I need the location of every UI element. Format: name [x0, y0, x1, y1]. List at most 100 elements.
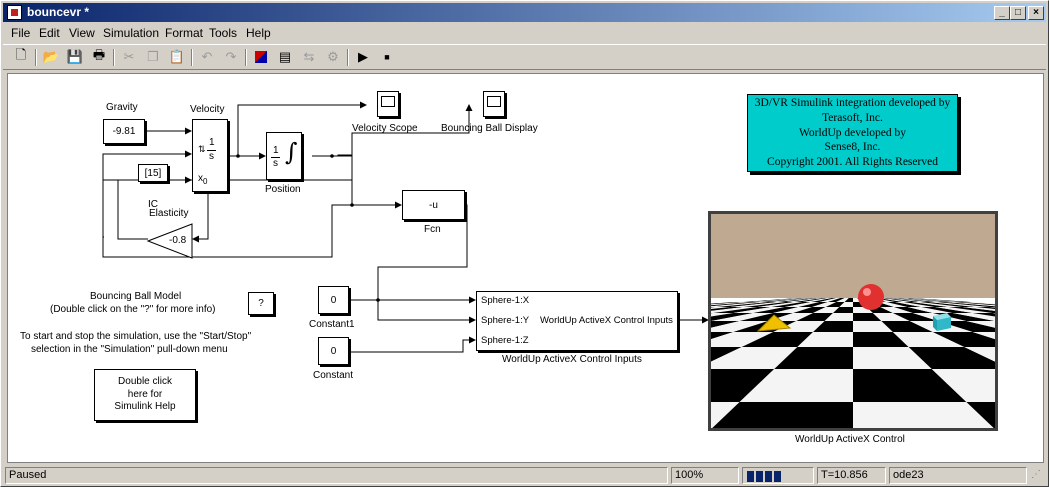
toolbar-separator [347, 49, 349, 66]
help-block-line: Double click [118, 376, 172, 388]
help-info-block[interactable]: ? [248, 292, 274, 315]
debugger-icon[interactable]: ⇆ [303, 49, 315, 64]
toolbar-separator [113, 49, 115, 66]
menu-tools[interactable]: Tools [209, 26, 238, 40]
instructions-line-2: selection in the "Simulation" pull-down … [31, 344, 228, 355]
window-title: bouncevr * [27, 5, 90, 19]
model-title: Bouncing Ball Model [90, 291, 182, 302]
cyan-cube-icon [933, 313, 951, 331]
model-canvas[interactable]: Gravity -9.81 Velocity ⇅ 1 s x0 1 s ∫ Po… [7, 73, 1044, 463]
ic-value: [15] [144, 167, 162, 179]
library-browser-icon[interactable] [251, 48, 271, 66]
yellow-cone-icon [756, 314, 792, 332]
integrator-denominator: s [209, 151, 214, 162]
menu-bar: File Edit View Simulation Format Tools H… [3, 23, 1046, 43]
gravity-value: -9.81 [112, 126, 136, 137]
fcn-block[interactable]: -u [402, 190, 465, 220]
worldup-activex-viewport[interactable] [708, 211, 998, 431]
sky-background [711, 214, 995, 298]
resize-grip-icon[interactable]: ⋰ [1031, 469, 1041, 480]
save-icon[interactable]: 💾 [66, 49, 84, 64]
credits-line: Terasoft, Inc. [822, 111, 883, 124]
progress-block [747, 471, 754, 482]
elasticity-value[interactable]: -0.8 [169, 235, 187, 246]
constant1-value: 0 [330, 294, 337, 306]
redo-icon[interactable]: ↷ [225, 49, 237, 64]
status-bar: Paused 100% T=10.856 ode23 ⋰ [3, 466, 1046, 485]
menu-edit[interactable]: Edit [39, 26, 60, 40]
gravity-constant-block[interactable]: -9.81 [103, 119, 145, 144]
ic-port-label: x [198, 173, 203, 184]
print-icon[interactable]: 🖶 [92, 47, 106, 62]
help-button-label: ? [258, 298, 264, 309]
fcn-label: Fcn [424, 224, 441, 235]
close-button[interactable]: × [1028, 6, 1044, 20]
input-port-x: Sphere-1:X [481, 295, 530, 306]
elasticity-gain-shape [146, 223, 193, 259]
ball-display-label: Bouncing Ball Display [441, 123, 538, 134]
velocity-scope-block[interactable] [377, 91, 399, 117]
title-bar[interactable]: bouncevr * _ □ × [3, 3, 1046, 22]
paste-icon[interactable]: 📋 [168, 49, 186, 64]
progress-block [756, 471, 763, 482]
simulink-help-block[interactable]: Double click here for Simulink Help [94, 369, 196, 421]
ic-constant-block[interactable]: [15] [138, 164, 168, 182]
constant-label: Constant [313, 370, 354, 381]
constant-block[interactable]: 0 [318, 337, 349, 365]
scope-screen-icon [381, 95, 395, 107]
constant1-block[interactable]: 0 [318, 286, 349, 314]
open-folder-icon[interactable]: 📂 [42, 49, 60, 64]
ic-port-subscript: 0 [203, 177, 208, 186]
position-label: Position [265, 184, 301, 195]
toolbar-separator [245, 49, 247, 66]
inputs-inner-label: WorldUp ActiveX Control Inputs [540, 315, 673, 326]
maximize-button[interactable]: □ [1010, 6, 1026, 20]
menu-format[interactable]: Format [165, 26, 204, 40]
undo-icon[interactable]: ↶ [201, 49, 213, 64]
activex-inputs-block[interactable]: Sphere-1:X Sphere-1:Y Sphere-1:Z WorldUp… [476, 291, 678, 351]
minimize-button[interactable]: _ [994, 6, 1010, 20]
progress-block [765, 471, 772, 482]
status-solver: ode23 [889, 467, 1027, 484]
status-time: T=10.856 [817, 467, 886, 484]
position-integrator-block[interactable]: 1 s ∫ [266, 132, 302, 180]
input-port-z: Sphere-1:Z [481, 335, 529, 346]
activex-inputs-label: WorldUp ActiveX Control Inputs [502, 354, 642, 365]
new-file-icon[interactable]: 🗋 [15, 47, 27, 62]
help-block-line: here for [127, 388, 163, 400]
signal-lines [102, 101, 709, 353]
simulink-app-icon[interactable] [7, 5, 22, 20]
ball-highlight [863, 288, 871, 296]
cut-icon[interactable]: ✂ [123, 49, 135, 64]
stop-simulation-icon[interactable]: ■ [384, 52, 390, 62]
fraction-line [207, 150, 216, 151]
position-denominator: s [273, 158, 278, 169]
fcn-value: -u [429, 199, 438, 211]
status-progress [742, 467, 814, 484]
red-ball-icon [858, 284, 884, 310]
menu-view[interactable]: View [69, 26, 95, 40]
velocity-integrator-block[interactable]: ⇅ 1 s x0 [192, 119, 228, 192]
start-simulation-icon[interactable]: ▶ [358, 49, 368, 64]
menu-simulation[interactable]: Simulation [103, 26, 160, 40]
model-explorer-icon[interactable]: ▤ [278, 49, 292, 64]
options-icon[interactable]: ⚙ [327, 49, 339, 64]
credits-line: Copyright 2001. All Rights Reserved [767, 156, 938, 169]
velocity-scope-label: Velocity Scope [352, 123, 418, 134]
menu-file[interactable]: File [11, 26, 31, 40]
ic-label: IC [148, 199, 158, 210]
scope-screen-icon [487, 95, 501, 107]
status-state: Paused [5, 467, 668, 484]
ball-display-block[interactable] [483, 91, 505, 117]
credits-line: WorldUp developed by [798, 126, 907, 139]
credits-line: 3D/VR Simulink integration developed by [754, 97, 951, 109]
progress-block [774, 471, 781, 482]
fraction-line [271, 157, 280, 158]
constant-value: 0 [330, 345, 337, 357]
constant1-label: Constant1 [309, 319, 355, 330]
position-numerator: 1 [273, 145, 279, 156]
menu-help[interactable]: Help [246, 26, 271, 40]
toolbar-separator [191, 49, 193, 66]
copy-icon[interactable]: ❐ [147, 49, 159, 64]
